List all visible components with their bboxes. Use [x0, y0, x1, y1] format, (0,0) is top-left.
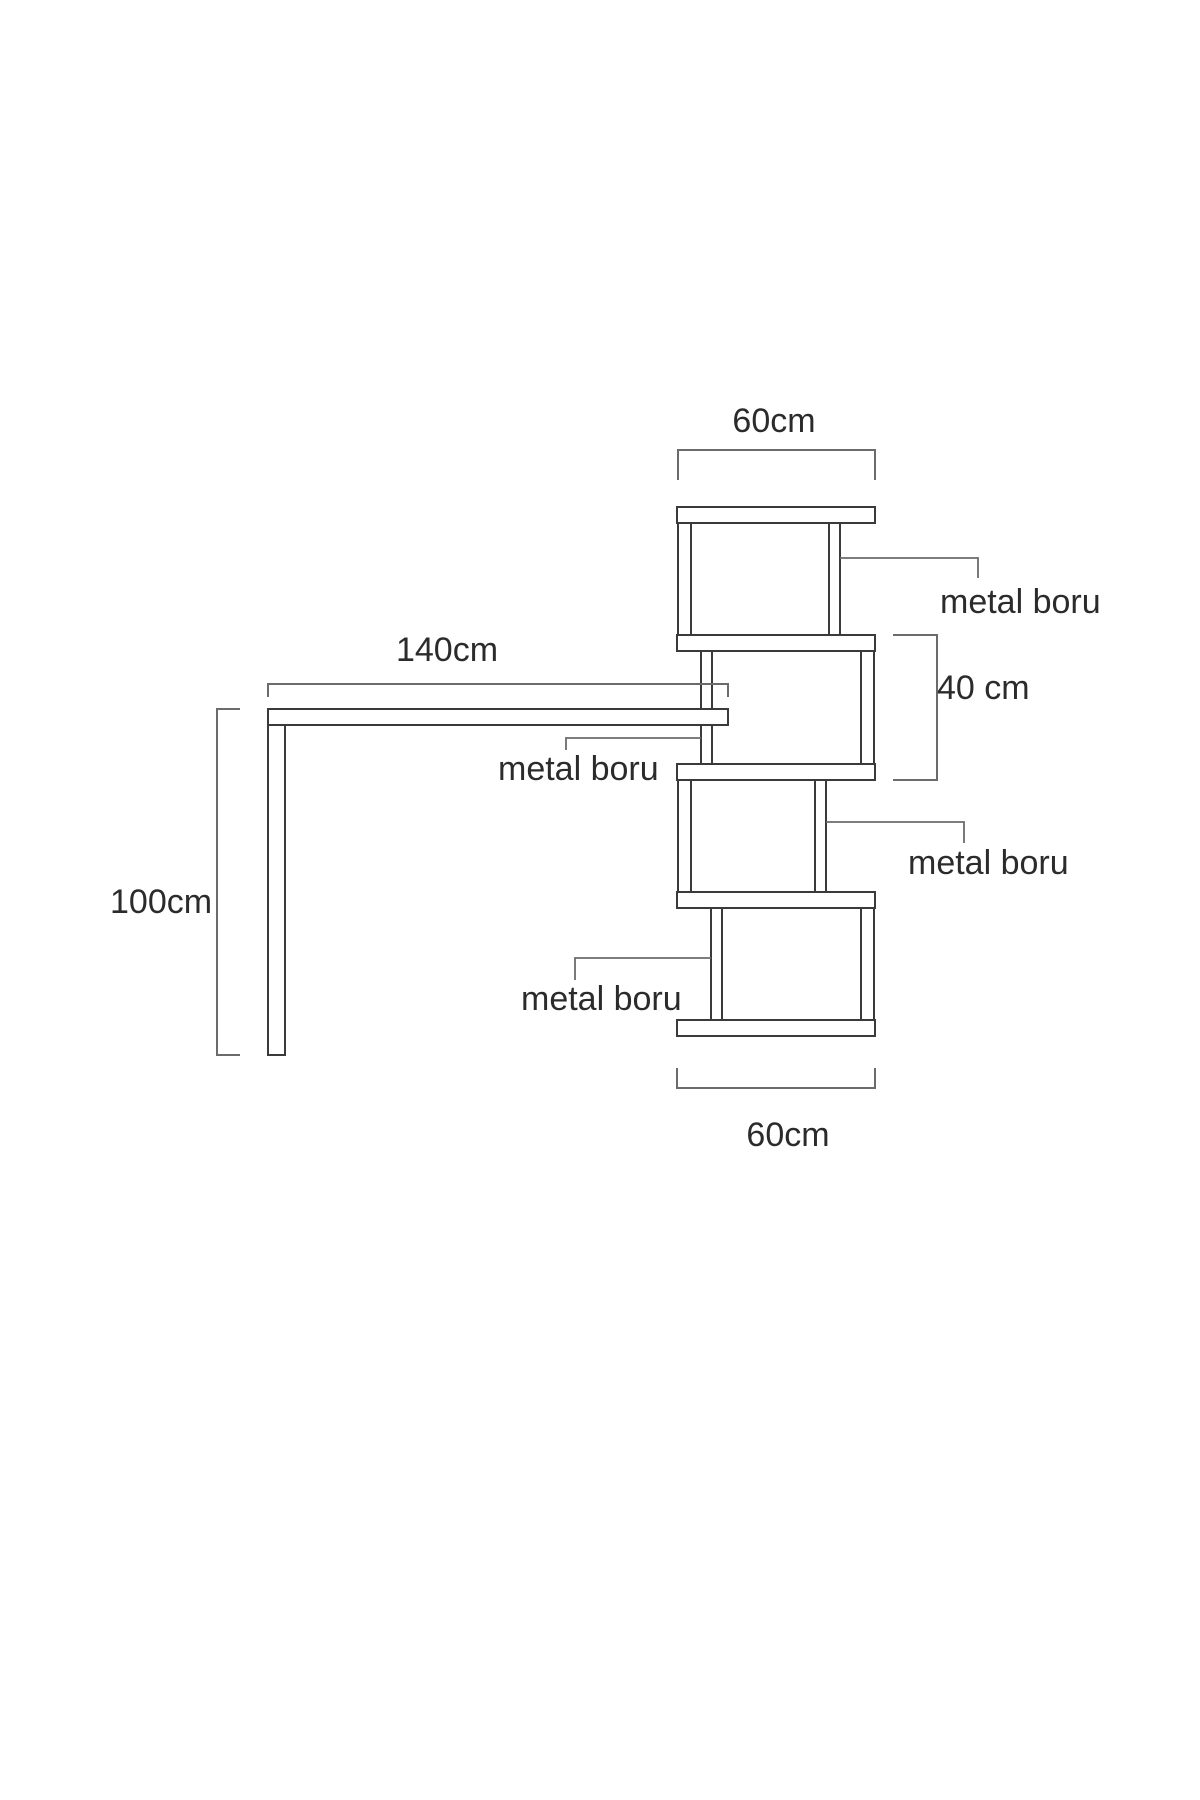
- callout-lower-left: metal boru: [521, 980, 682, 1018]
- metal-pipe-1: [828, 522, 841, 636]
- desk-leg: [267, 724, 286, 1056]
- metal-pipe-2: [700, 650, 713, 765]
- labels: 60cm 140cm 100cm 40 cm 60cm metal boru m…: [110, 402, 1101, 1154]
- shelf-board-3: [676, 763, 876, 781]
- top-width-label: 60cm: [732, 402, 815, 440]
- desk: [267, 708, 729, 1056]
- desk-length-label: 140cm: [396, 631, 498, 669]
- shelf-board-5: [676, 1019, 876, 1037]
- shelf-board-4: [676, 891, 876, 909]
- callout-desk-joint: metal boru: [498, 750, 659, 788]
- metal-pipe-4: [710, 907, 723, 1021]
- bottom-width-label: 60cm: [746, 1116, 829, 1154]
- callout-middle-right: metal boru: [908, 844, 1069, 882]
- desk-height-label: 100cm: [110, 883, 212, 921]
- leader-middle-right: [826, 821, 965, 843]
- shelf-spacing-bracket: [893, 634, 938, 781]
- shelf-board-2: [676, 634, 876, 652]
- shelf-board-1: [676, 506, 876, 524]
- side-panel-3-left: [677, 779, 692, 893]
- desk-length-bracket: [267, 683, 729, 697]
- side-panel-1-left: [677, 522, 692, 636]
- metal-pipe-3: [814, 779, 827, 893]
- leader-desk-joint: [565, 737, 701, 750]
- leader-upper-right: [840, 557, 979, 578]
- desk-top: [267, 708, 729, 726]
- side-panel-2-right: [860, 650, 875, 765]
- leader-lower-left: [574, 957, 711, 980]
- top-width-bracket: [677, 449, 876, 480]
- side-panel-4-right: [860, 907, 875, 1021]
- shelf-unit: [676, 506, 876, 1037]
- callout-upper-right: metal boru: [940, 583, 1101, 621]
- dimension-lines: [216, 449, 938, 1089]
- callout-leaders: [565, 557, 979, 980]
- shelf-spacing-label: 40 cm: [937, 669, 1030, 707]
- bottom-width-bracket: [676, 1068, 876, 1089]
- desk-height-bracket: [216, 708, 240, 1056]
